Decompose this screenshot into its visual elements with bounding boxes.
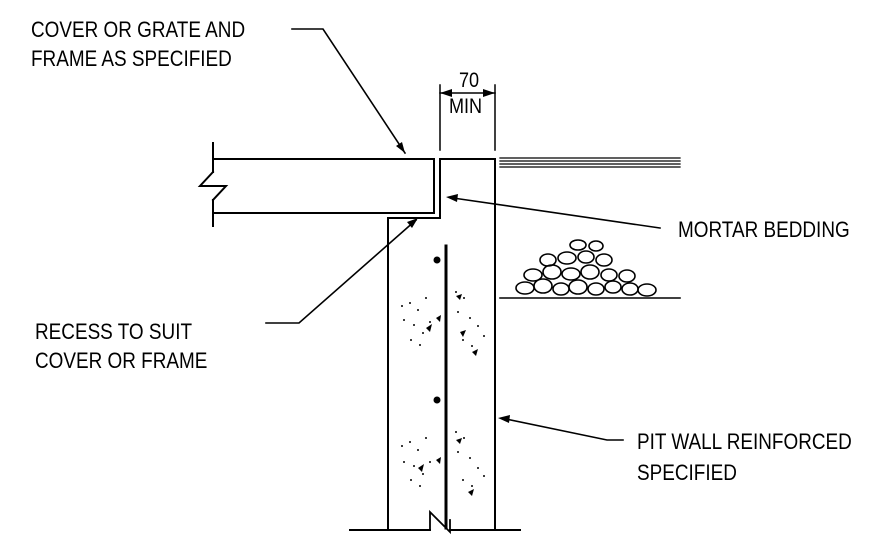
label-recess-line1: RECESS TO SUIT xyxy=(35,319,193,344)
rebar-dot xyxy=(433,256,441,264)
label-cover-line2: FRAME AS SPECIFIED xyxy=(31,46,232,71)
gravel-pile xyxy=(500,239,680,298)
label-pit-wall-line2: SPECIFIED xyxy=(637,460,737,485)
dimension-70-min xyxy=(440,85,495,150)
dimension-note: MIN xyxy=(449,95,483,118)
rebar-dot xyxy=(433,396,441,404)
label-recess-line2: COVER OR FRAME xyxy=(35,348,208,373)
reinforcement xyxy=(433,246,447,528)
label-cover-line1: COVER OR GRATE AND xyxy=(31,17,246,42)
dimension-value: 70 xyxy=(459,69,480,92)
concrete-stipple xyxy=(401,291,485,496)
cover-slab xyxy=(200,143,434,226)
surface-finish-lines xyxy=(500,158,680,167)
label-pit-wall-line1: PIT WALL REINFORCED xyxy=(637,429,852,454)
label-mortar-bedding: MORTAR BEDDING xyxy=(678,217,850,242)
pit-wall xyxy=(350,159,520,532)
leader-lines xyxy=(266,29,660,440)
